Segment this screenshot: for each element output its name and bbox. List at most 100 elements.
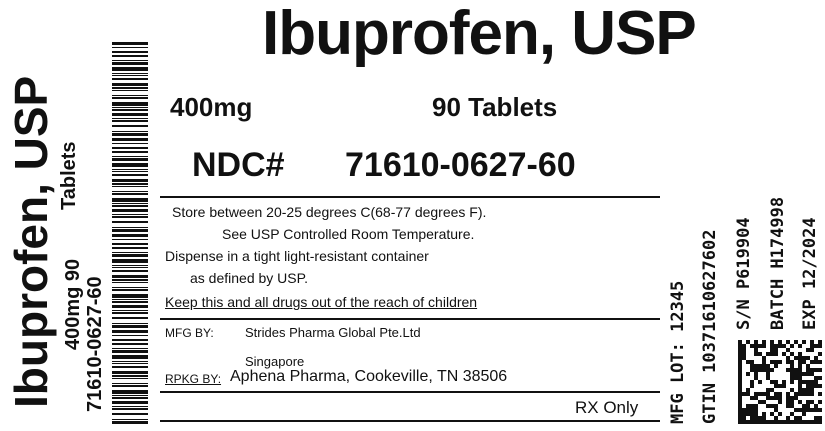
matrix-module	[814, 344, 818, 348]
matrix-module	[810, 348, 814, 352]
matrix-module	[810, 340, 814, 344]
matrix-module	[754, 416, 758, 420]
matrix-module	[798, 364, 802, 368]
matrix-module	[774, 408, 778, 412]
matrix-module	[810, 392, 814, 396]
matrix-module	[766, 388, 770, 392]
barcode-bar	[112, 186, 148, 187]
matrix-module	[766, 376, 770, 380]
matrix-module	[790, 360, 794, 364]
matrix-module	[790, 388, 794, 392]
storage-line-1: Store between 20-25 degrees C(68-77 degr…	[172, 204, 487, 220]
matrix-module	[778, 384, 782, 388]
matrix-module	[802, 340, 806, 344]
matrix-module	[810, 384, 814, 388]
matrix-module	[758, 400, 762, 404]
matrix-module	[770, 368, 774, 372]
matrix-module	[746, 404, 750, 408]
serial-number: S/N P619904	[734, 217, 754, 330]
barcode-bar	[112, 42, 148, 45]
matrix-module	[742, 412, 746, 416]
matrix-module	[814, 408, 818, 412]
matrix-module	[798, 376, 802, 380]
matrix-module	[794, 356, 798, 360]
matrix-module	[762, 368, 766, 372]
matrix-module	[806, 368, 810, 372]
matrix-module	[798, 368, 802, 372]
matrix-module	[794, 408, 798, 412]
matrix-module	[738, 404, 742, 408]
barcode-bar	[112, 390, 148, 394]
barcode-bar	[112, 133, 148, 136]
barcode-bar	[112, 325, 148, 328]
matrix-module	[770, 352, 774, 356]
barcode-bar	[112, 413, 148, 415]
barcode-bar	[112, 366, 148, 368]
barcode-bar	[112, 75, 148, 76]
matrix-module	[738, 360, 742, 364]
ndc-number: 71610-0627-60	[345, 146, 576, 184]
matrix-module	[798, 408, 802, 412]
barcode-bar	[112, 47, 148, 48]
matrix-module	[778, 400, 782, 404]
matrix-module	[758, 380, 762, 384]
matrix-module	[786, 420, 790, 424]
barcode-bar	[112, 305, 148, 308]
matrix-module	[794, 420, 798, 424]
barcode-bar	[112, 147, 148, 149]
matrix-module	[758, 368, 762, 372]
barcode-bar	[112, 385, 148, 387]
barcode-bar	[112, 259, 148, 263]
matrix-module	[762, 412, 766, 416]
matrix-module	[818, 344, 822, 348]
barcode-bar	[112, 310, 148, 311]
matrix-module	[738, 416, 742, 420]
matrix-module	[750, 420, 754, 424]
barcode-bar	[112, 289, 148, 291]
matrix-module	[754, 404, 758, 408]
barcode-bar	[112, 383, 148, 384]
matrix-module	[738, 348, 742, 352]
matrix-module	[782, 380, 786, 384]
matrix-module	[798, 400, 802, 404]
dispense-line-2: as defined by USP.	[190, 270, 309, 286]
matrix-module	[818, 420, 822, 424]
matrix-module	[770, 348, 774, 352]
matrix-module	[770, 404, 774, 408]
matrix-module	[818, 392, 822, 396]
matrix-module	[806, 388, 810, 392]
matrix-module	[810, 420, 814, 424]
matrix-module	[818, 416, 822, 420]
divider-middle	[160, 318, 660, 320]
matrix-module	[790, 404, 794, 408]
ndc-barcode	[112, 42, 148, 424]
matrix-module	[742, 356, 746, 360]
matrix-module	[754, 340, 758, 344]
matrix-module	[758, 416, 762, 420]
matrix-module	[738, 352, 742, 356]
matrix-module	[766, 364, 770, 368]
matrix-module	[762, 400, 766, 404]
barcode-bar	[112, 227, 148, 228]
matrix-module	[806, 420, 810, 424]
matrix-module	[778, 344, 782, 348]
barcode-bar	[112, 343, 148, 345]
matrix-module	[790, 364, 794, 368]
barcode-bar	[112, 73, 148, 74]
barcode-bar	[112, 221, 148, 223]
matrix-module	[770, 340, 774, 344]
barcode-bar	[112, 247, 148, 249]
matrix-module	[742, 348, 746, 352]
matrix-module	[802, 356, 806, 360]
matrix-module	[790, 420, 794, 424]
matrix-module	[794, 372, 798, 376]
matrix-module	[806, 348, 810, 352]
matrix-module	[738, 380, 742, 384]
barcode-bar	[112, 191, 148, 192]
matrix-module	[786, 404, 790, 408]
matrix-module	[762, 344, 766, 348]
matrix-module	[806, 380, 810, 384]
matrix-module	[814, 360, 818, 364]
matrix-module	[782, 344, 786, 348]
barcode-bar	[112, 317, 148, 319]
